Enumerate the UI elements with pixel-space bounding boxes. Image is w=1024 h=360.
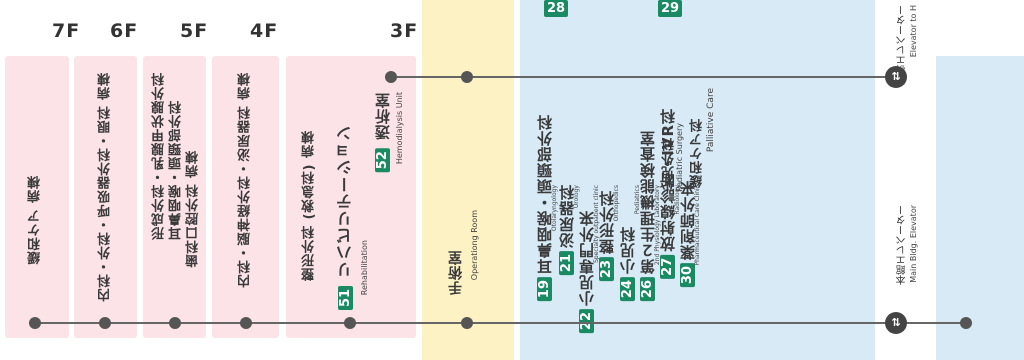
dialysis-elevator-label-en: Elevator to H (909, 5, 918, 58)
dept-number: 23 (599, 257, 614, 282)
rehab-label: リハビリテーション (336, 124, 355, 278)
dept-number: 19 (537, 277, 552, 302)
dialysis-label-en: Hemodialysis Unit (395, 92, 404, 165)
ward-6f[interactable] (74, 56, 137, 338)
palliative-label-en: Palliative Care (706, 88, 716, 153)
dialysis-elevator-icon[interactable]: ⇅ (885, 66, 907, 88)
divider (875, 0, 936, 360)
ward-4f[interactable] (212, 56, 279, 338)
dept-label-en: Urology (573, 185, 580, 209)
palliative-label[interactable]: 緩和ケア科 (690, 118, 705, 188)
rehab-badge[interactable]: 51 リハビリテーション Rehabilitation (334, 90, 372, 310)
dept-number: 21 (559, 251, 574, 276)
dept-label-en: Orthopedics (613, 185, 620, 222)
dept-label: 小児科 (619, 226, 637, 274)
dialysis-label: 透析室 (374, 92, 392, 140)
floor-label-5f: 5F (180, 20, 209, 42)
outpatient-area[interactable] (520, 0, 875, 360)
dept-number: 27 (660, 254, 675, 279)
operating-room-label: 手術室 (448, 250, 464, 295)
dept-number: 30 (680, 263, 695, 288)
main-elevator-label-en: Main Bldg. Elevator (909, 205, 918, 283)
ward-6f-label: 内科・外科・呼吸器外科・眼科 病棟 (98, 72, 113, 302)
main-connector-line (34, 322, 966, 324)
dept-29-badge[interactable]: 29 (658, 0, 683, 17)
dept-label-en: Pharmaceutical Care Clinic (694, 185, 701, 266)
floor-label-6f: 6F (110, 20, 139, 42)
dept-number: 24 (620, 277, 635, 302)
stop-3f-dialysis[interactable] (385, 71, 397, 83)
stop-5f[interactable] (169, 317, 181, 329)
rehab-number: 51 (338, 285, 353, 310)
stop-3f[interactable] (344, 317, 356, 329)
floor-label-4f: 4F (250, 20, 279, 42)
stop-6f[interactable] (99, 317, 111, 329)
floor-label-7f: 7F (52, 20, 81, 42)
main-elevator-label: 本館エレベーター (897, 205, 908, 285)
dept-number: 26 (640, 277, 655, 302)
floor-label-3f: 3F (390, 20, 419, 42)
ward-7f[interactable] (5, 56, 69, 338)
stop-2f-dialysis[interactable] (461, 71, 473, 83)
ward-4f-label: 内科・脳神経外科・泌尿器科 病棟 (238, 72, 253, 288)
dialysis-area[interactable] (936, 56, 1024, 360)
ped-surgery-label-en: Pediatric Surgery (675, 123, 684, 192)
dialysis-badge[interactable]: 52 透析室 Hemodialysis Unit (372, 92, 408, 192)
dept-28-badge[interactable]: 28 (544, 0, 569, 17)
ward-3f-label: 整形外科 (救急科) 病棟 (302, 130, 317, 281)
ward-7f-label: 緩和ケア 病棟 (28, 175, 43, 265)
dialysis-connector-line (391, 76, 896, 78)
stop-2f[interactable] (461, 317, 473, 329)
main-elevator-icon[interactable]: ⇅ (885, 312, 907, 334)
stop-7f[interactable] (29, 317, 41, 329)
stop-end[interactable] (960, 317, 972, 329)
stop-4f[interactable] (240, 317, 252, 329)
ward-5f[interactable] (143, 56, 206, 338)
operating-room-area[interactable] (422, 0, 514, 360)
dialysis-number: 52 (375, 148, 390, 173)
ward-5f-label-c: 歯科口腔外科 病棟 (186, 150, 201, 268)
operating-room-label-en: Operationg Room (470, 210, 479, 281)
rehab-label-en: Rehabilitation (360, 240, 369, 296)
